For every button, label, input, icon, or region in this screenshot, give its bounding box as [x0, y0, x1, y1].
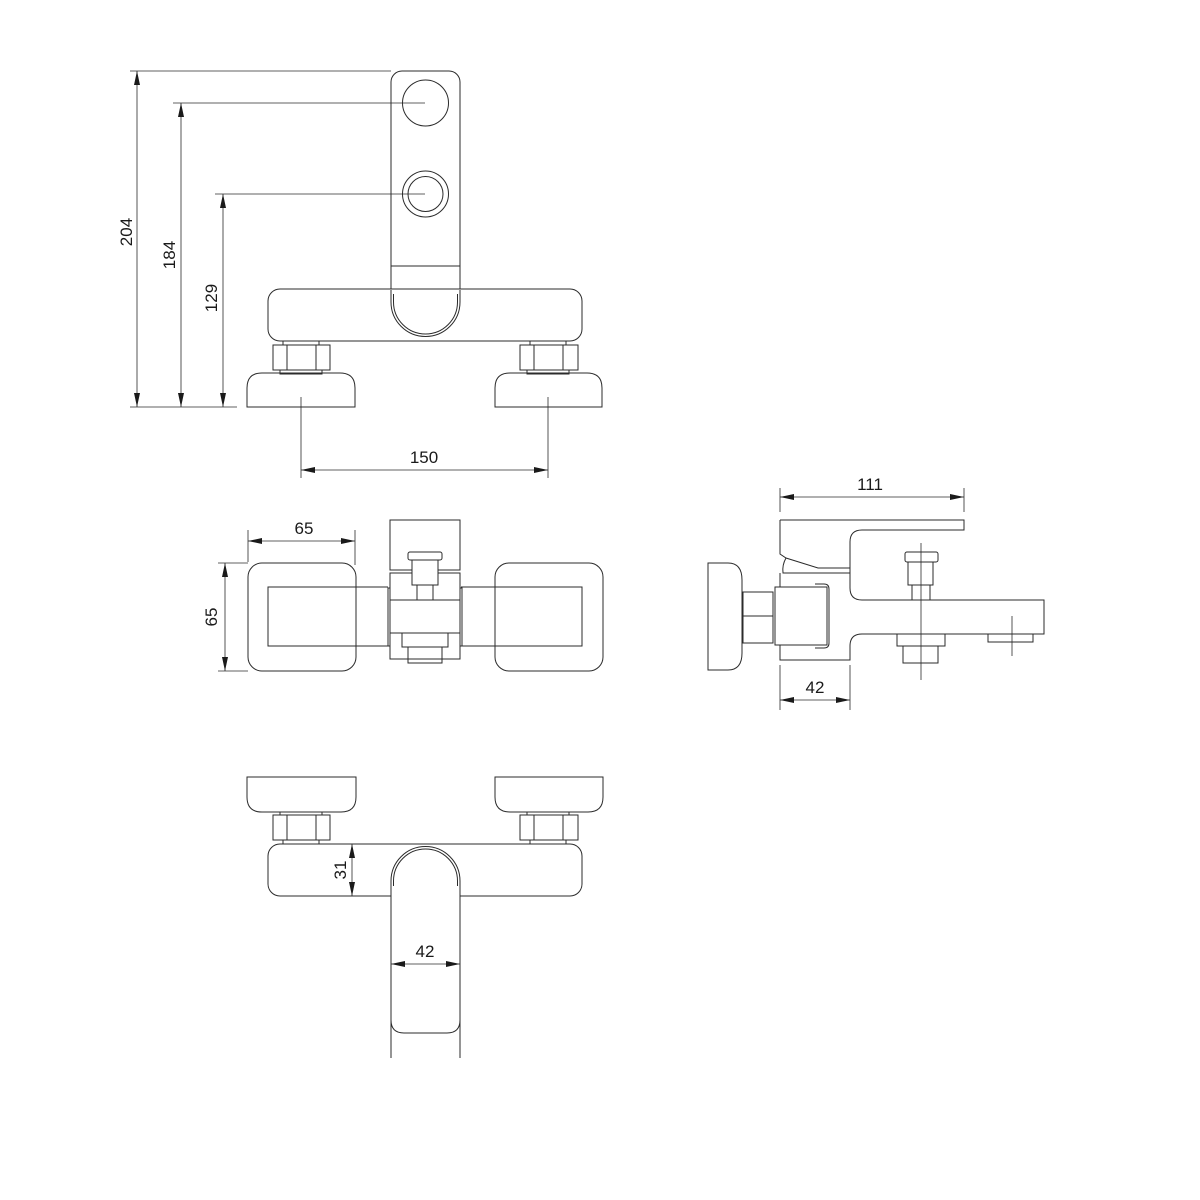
right-wall-flange	[494, 372, 603, 408]
bottom-view: 31 42	[246, 776, 604, 1058]
dim-escutcheon-width: 65	[295, 519, 314, 538]
dim-spout-width: 42	[416, 942, 435, 961]
spout-bottom	[390, 846, 461, 1058]
spout-body	[779, 519, 1045, 661]
cartridge-block	[774, 586, 828, 646]
dim-lower-outlet-height: 129	[202, 284, 221, 312]
left-nut	[272, 344, 331, 371]
dim-projection: 111	[857, 475, 883, 494]
side-view: 111 42	[707, 475, 1045, 710]
right-wall-flange-bottom	[494, 776, 604, 813]
lever-side	[779, 520, 850, 569]
dim-overall-height: 204	[117, 218, 136, 246]
dim-body-depth: 42	[806, 678, 825, 697]
dim-escutcheon-height: 65	[202, 608, 221, 627]
nut-side	[742, 591, 774, 644]
dim-body-height: 31	[331, 861, 350, 880]
top-view: 65 65	[202, 519, 604, 672]
left-wall-flange	[246, 372, 356, 408]
left-escutcheon	[247, 562, 357, 672]
wall-flange-side	[707, 562, 743, 671]
left-wall-flange-bottom	[246, 776, 357, 813]
right-nut	[519, 344, 579, 371]
right-escutcheon	[494, 562, 604, 672]
dim-inlet-spacing: 150	[410, 448, 438, 467]
front-view: 204 184 129 150	[117, 70, 603, 478]
dim-upper-outlet-height: 184	[160, 241, 179, 269]
